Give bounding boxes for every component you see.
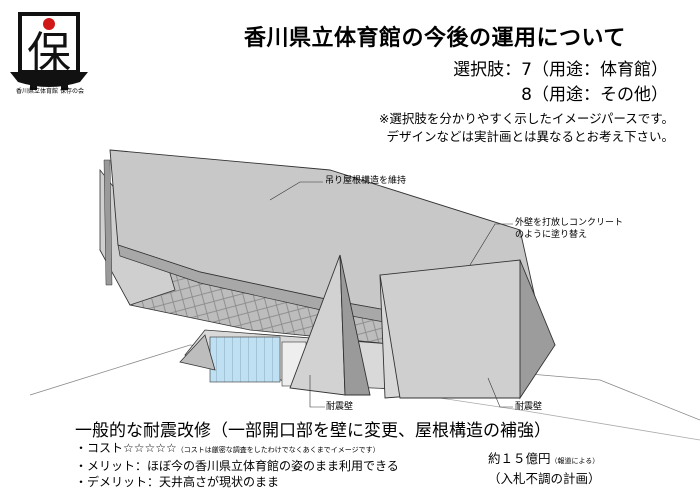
leader-seismic-left [309, 375, 325, 408]
cost-item: ・コスト☆☆☆☆☆（コストは厳密な調査をしたわけでなくあくまでイメージです） [75, 440, 399, 458]
cost-estimate: 約１５億円（報道による） （入札不調の計画） [488, 450, 601, 487]
renovation-summary: 一般的な耐震改修（一部開口部を壁に変更、屋根構造の補強） [75, 421, 551, 441]
callout-roof-structure: 吊り屋根構造を維持 [325, 176, 407, 186]
disclaimer-line-2: デザインなどは実計画とは異なるとお考え下さい。 [386, 129, 674, 144]
cost-disclaimer: （コストは厳密な調査をしたわけでなくあくまでイメージです） [176, 446, 380, 454]
demerit-item: ・デメリット：天井高さが現状のまま [75, 475, 280, 489]
leader-seismic-right [487, 377, 513, 408]
leader-wall [469, 223, 513, 266]
merit-item: ・メリット：ほぼ今の香川県立体育館の姿のまま利用できる [75, 459, 399, 473]
estimate-condition: （入札不調の計画） [488, 471, 601, 486]
disclaimer-line-1: ※選択肢を分かりやすく示したイメージパースです。 [378, 111, 674, 126]
logo-caption: 香川県立体育館 保存の会 [16, 88, 84, 95]
preservation-society-logo: 保 [10, 12, 88, 90]
leader-roof [269, 181, 323, 201]
selection-option-7: 選択肢：7（用途：体育館） [453, 60, 668, 80]
estimate-source: （報道による） [550, 457, 600, 465]
logo-red-dot [43, 18, 55, 30]
logo-glyph: 保 [27, 28, 71, 79]
glazing-left [209, 336, 281, 383]
logo-boat-base [10, 72, 88, 87]
callout-exterior-wall-line-1: 外壁を打放しコンクリート [515, 218, 624, 228]
cost-rating: ・コスト☆☆☆☆☆ [75, 441, 177, 455]
page-title: 香川県立体育館の今後の運用について [244, 26, 626, 51]
pros-cons-list: ・コスト☆☆☆☆☆（コストは厳密な調査をしたわけでなくあくまでイメージです） ・… [75, 440, 399, 490]
selection-option-8: 8（用途：その他） [521, 85, 668, 105]
callout-seismic-wall-left: 耐震壁 [326, 402, 354, 412]
estimate-amount: 約１５億円 [488, 451, 551, 466]
callout-seismic-wall-right: 耐震壁 [515, 402, 543, 412]
callout-exterior-wall-line-2: のように塗り替え [515, 230, 588, 240]
